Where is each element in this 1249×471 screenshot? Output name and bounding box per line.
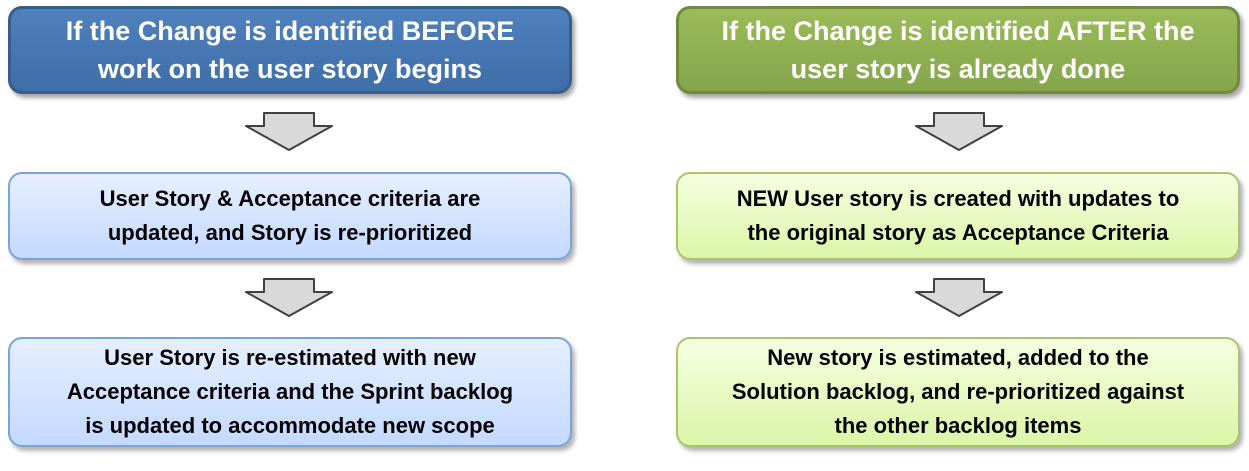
down-arrow-icon	[245, 112, 333, 151]
before-step-re-estimate: User Story is re-estimated with new Acce…	[8, 337, 572, 447]
before-header-text: If the Change is identified BEFORE work …	[65, 16, 515, 84]
after-step-estimate-prioritize: New story is estimated, added to the Sol…	[676, 337, 1240, 447]
down-arrow-icon	[915, 278, 1003, 317]
down-arrow-icon	[915, 112, 1003, 151]
before-header: If the Change is identified BEFORE work …	[8, 6, 572, 94]
after-step-new-story: NEW User story is created with updates t…	[676, 172, 1240, 260]
down-arrow-icon	[245, 278, 333, 317]
after-step-new-story-text: NEW User story is created with updates t…	[736, 186, 1180, 245]
before-step-re-estimate-text: User Story is re-estimated with new Acce…	[66, 345, 514, 438]
after-header-text: If the Change is identified AFTER the us…	[721, 16, 1195, 84]
after-header: If the Change is identified AFTER the us…	[676, 6, 1240, 94]
before-step-update-story: User Story & Acceptance criteria are upd…	[8, 172, 572, 260]
before-step-update-story-text: User Story & Acceptance criteria are upd…	[99, 186, 481, 245]
after-step-estimate-prioritize-text: New story is estimated, added to the Sol…	[731, 345, 1185, 438]
